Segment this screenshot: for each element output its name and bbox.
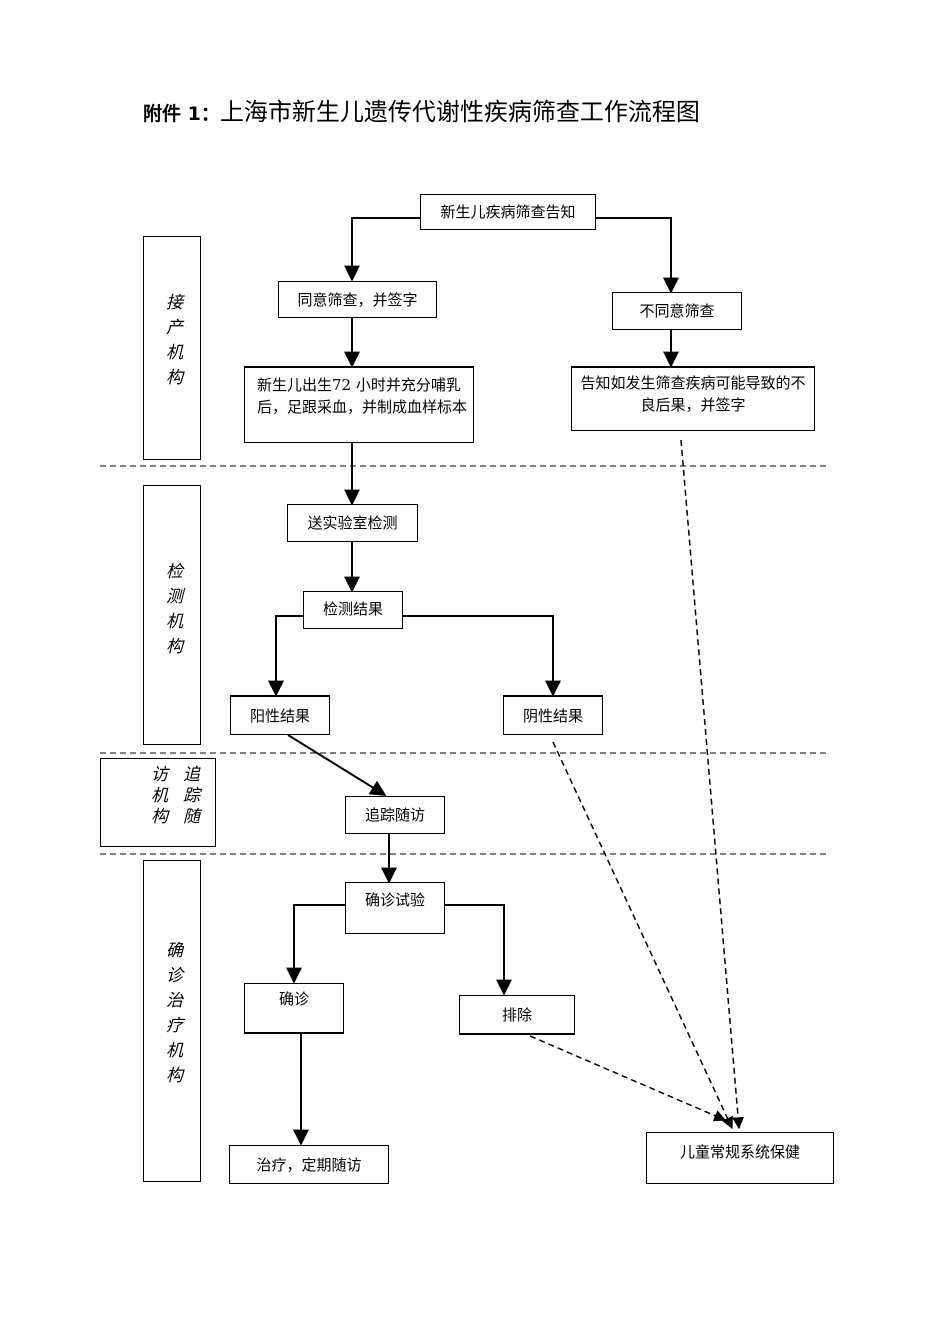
title-text: 上海市新生儿遗传代谢性疾病筛查工作流程图	[219, 98, 700, 126]
arrow-confirmtest-to-confirmed	[286, 904, 345, 984]
node-disagree: 不同意筛查	[612, 292, 742, 330]
title-prefix: 附件 1：	[143, 103, 220, 125]
lane-followup: 访机构 追踪随	[100, 758, 216, 847]
node-send-lab: 送实验室检测	[287, 504, 418, 542]
node-treatment: 治疗，定期随访	[229, 1145, 389, 1184]
node-agree: 同意筛查，并签字	[278, 281, 437, 318]
page-title: 附件 1：上海市新生儿遗传代谢性疾病筛查工作流程图	[143, 92, 700, 127]
lane-followup-label-col2: 追踪随	[179, 765, 199, 828]
arrow-notify-to-agree	[344, 217, 420, 282]
dashed-warn-to-childcare	[680, 439, 745, 1130]
node-positive: 阳性结果	[230, 695, 330, 735]
lane-testing-label: 检测机构	[162, 562, 182, 662]
node-confirm-test: 确诊试验	[345, 882, 445, 934]
node-track: 追踪随访	[345, 796, 445, 834]
lane-delivery: 接产机构	[143, 236, 201, 460]
lane-treatment: 确诊治疗机构	[143, 860, 201, 1182]
node-notify: 新生儿疾病筛查告知	[420, 194, 596, 230]
node-blood-sample: 新生儿出生72 小时并充分哺乳后，足跟采血，并制成血样标本	[244, 366, 474, 443]
node-result: 检测结果	[303, 591, 403, 629]
dashed-negative-to-childcare	[552, 741, 733, 1130]
lane-followup-label-col1: 访机构	[147, 765, 167, 828]
node-negative: 阴性结果	[503, 695, 603, 735]
arrow-notify-to-disagree	[596, 217, 679, 294]
lane-delivery-label: 接产机构	[162, 293, 182, 393]
node-child-care: 儿童常规系统保健	[646, 1132, 834, 1184]
node-excluded: 排除	[459, 995, 575, 1035]
node-warn: 告知如发生筛查疾病可能导致的不良后果，并签字	[571, 366, 815, 431]
node-confirmed: 确诊	[244, 983, 344, 1034]
dashed-excluded-to-childcare	[529, 1035, 727, 1122]
lane-treatment-label: 确诊治疗机构	[162, 941, 182, 1091]
arrow-result-to-positive	[268, 615, 304, 697]
lane-testing: 检测机构	[143, 485, 201, 745]
arrow-result-to-negative	[402, 615, 561, 697]
arrow-positive-to-track	[287, 734, 387, 796]
arrow-confirmtest-to-excluded	[445, 904, 512, 996]
